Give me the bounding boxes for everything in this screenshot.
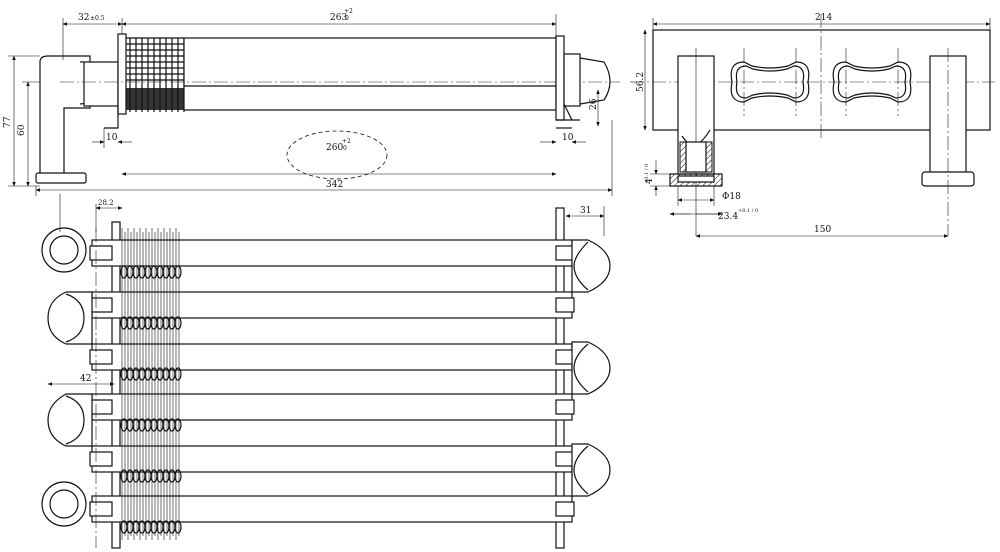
dim-side-width: 214: [815, 13, 832, 23]
fin-bend: [174, 418, 182, 432]
tube-start-cap: [89, 451, 113, 467]
dim-top-left-offset: 32: [78, 13, 89, 23]
dim-tube-length: 263: [330, 13, 347, 23]
tube-end-cap: [555, 501, 575, 517]
tube-row: [91, 445, 573, 473]
fin: [133, 228, 138, 540]
fin: [127, 228, 132, 540]
fin: [163, 228, 168, 540]
dim-pipe-dia: Φ18: [722, 192, 741, 202]
tube-row: [91, 239, 573, 267]
dim-overall-length: 342: [326, 180, 343, 190]
dim-right-foot: 10: [562, 133, 574, 143]
dim-plate-offset: 28.2: [98, 199, 114, 207]
dim-pipe-spacing: 150: [814, 225, 831, 235]
tube-rows: [89, 239, 575, 523]
dim-flange-thickness: 4: [645, 178, 655, 184]
tube-end-cap: [555, 349, 575, 365]
dim-end-cap: 26: [589, 98, 599, 110]
fin: [121, 228, 126, 540]
fin: [139, 228, 144, 540]
fin-bend: [174, 316, 182, 330]
dim-height-77: 77: [3, 116, 13, 128]
fin: [175, 228, 180, 540]
dim-tube-length-tol-lower: 0: [345, 15, 349, 22]
tube-row: [91, 291, 573, 319]
top-side-view: 32 ±0.5 263 +2 0: [3, 8, 620, 196]
fin-bend: [174, 520, 182, 534]
tube-end-cap: [555, 451, 575, 467]
tube-start-cap: [89, 245, 113, 261]
dim-loop-offset: 42: [80, 374, 91, 384]
fin: [151, 228, 156, 540]
fin: [169, 228, 174, 540]
fin-stack-plan: [120, 228, 182, 540]
plan-view: 28.2 31 42: [41, 194, 611, 549]
tube-start-cap: [89, 399, 113, 415]
fin: [145, 228, 150, 540]
dim-side-height: 56.2: [636, 72, 646, 92]
dim-tube-length-tol-upper: +2: [344, 8, 353, 15]
dim-top-left-offset-tol: ±0.5: [90, 15, 105, 22]
dim-flange-tol: +0.1 / 0: [644, 164, 650, 184]
tube-end-cap: [555, 245, 575, 261]
tube-start-cap: [89, 349, 113, 365]
dim-tube-inner: 260: [326, 143, 343, 153]
tube-start-cap: [89, 297, 113, 313]
dim-pipe-depth: 23.4: [718, 212, 738, 222]
dim-height-60: 60: [17, 124, 27, 136]
dim-pipe-depth-tol: +0.1 / 0: [738, 208, 758, 214]
dim-left-foot: 10: [106, 133, 118, 143]
tube-end-cap: [555, 297, 575, 313]
fin-stack-top: [126, 37, 185, 112]
fin-bend: [174, 469, 182, 483]
fin: [157, 228, 162, 540]
fin-bend: [174, 367, 182, 381]
tube-start-cap: [89, 501, 113, 517]
dim-tube-inner-tol-upper: +2: [342, 138, 351, 145]
tube-end-cap: [555, 399, 575, 415]
dim-tube-inner-tol-lower: 0: [343, 145, 347, 152]
end-view: 214 56.2 4 +0.1 / 0: [630, 13, 995, 238]
dim-right-offset: 31: [580, 206, 591, 216]
fin-bend: [174, 265, 182, 279]
